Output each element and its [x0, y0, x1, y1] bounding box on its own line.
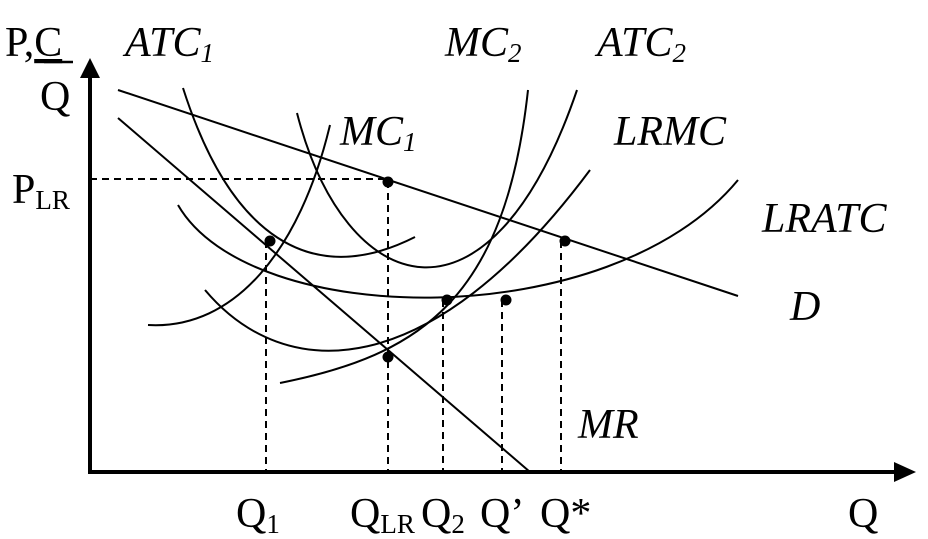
lratc-curve: [177, 179, 739, 299]
mc2-label: MC2: [444, 20, 522, 68]
atc1-label: ATC1: [122, 20, 214, 68]
q2-label: Q2: [421, 491, 465, 539]
point-plr: [382, 176, 394, 188]
lrmc-label: LRMC: [613, 109, 727, 155]
demand-line: [117, 89, 739, 297]
atc2-label: ATC2: [594, 20, 686, 68]
mr-label: MR: [577, 402, 639, 448]
point-qlr: [382, 351, 394, 363]
mr-line: [117, 117, 531, 473]
plr-label: PLR: [12, 167, 70, 215]
y-axis-arrow-icon: [80, 58, 100, 78]
qlr-label: QLR: [350, 491, 415, 539]
y-axis-label-top: P,C: [5, 20, 62, 66]
point-qstar: [559, 235, 571, 247]
qprime-label: Q’: [480, 491, 524, 537]
mc1-label: MC1: [339, 109, 417, 157]
atc2-curve: [296, 89, 578, 269]
y-axis-label-bottom: Q: [40, 74, 70, 120]
point-q1: [264, 235, 276, 247]
point-qprime: [500, 294, 512, 306]
lrmc-curve: [204, 169, 591, 352]
mc1-curve: [147, 124, 331, 327]
q1-label: Q1: [236, 491, 280, 539]
demand-label: D: [789, 284, 820, 330]
qstar-label: Q*: [540, 491, 591, 537]
atc1-curve: [182, 87, 416, 258]
x-axis-arrow-icon: [894, 462, 916, 482]
point-q2: [441, 294, 453, 306]
x-axis-label: Q: [848, 491, 878, 537]
lratc-label: LRATC: [761, 196, 887, 242]
